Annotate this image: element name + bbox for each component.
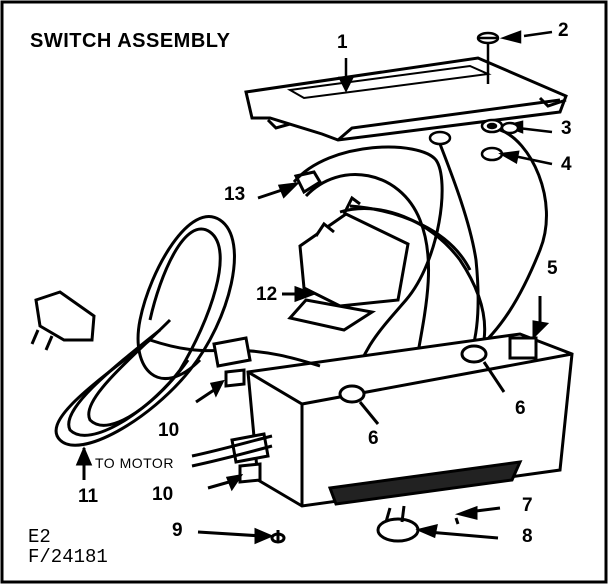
screw-top <box>476 30 553 84</box>
code-line-1: E2 <box>28 526 51 548</box>
small-parts <box>197 505 501 545</box>
callout-7: 7 <box>522 495 533 516</box>
callout-8: 8 <box>522 526 533 547</box>
motor-lead <box>191 434 273 468</box>
switch-housing <box>246 296 574 508</box>
callout-10b: 10 <box>152 484 174 505</box>
code-line-2: F/24181 <box>28 546 108 568</box>
callout-9: 9 <box>172 520 183 541</box>
to-motor-label: TO MOTOR <box>95 455 174 471</box>
clip <box>257 170 323 200</box>
callout-5: 5 <box>547 258 558 279</box>
callout-2: 2 <box>558 20 569 41</box>
strain-reliefs <box>195 336 270 492</box>
callout-10a: 10 <box>158 420 180 441</box>
callout-13: 13 <box>224 184 246 205</box>
diagram-title: SWITCH ASSEMBLY <box>30 30 231 52</box>
callout-6b: 6 <box>515 398 526 419</box>
grommets <box>338 344 506 425</box>
leader-lines <box>337 58 355 93</box>
callout-4: 4 <box>561 154 572 175</box>
callout-1: 1 <box>337 32 348 53</box>
switch-body <box>282 195 410 332</box>
callout-11: 11 <box>78 486 99 507</box>
plug <box>30 290 96 351</box>
bracket-plate <box>244 56 568 142</box>
callout-3: 3 <box>561 118 572 139</box>
callout-12: 12 <box>256 284 278 305</box>
wires <box>292 128 548 401</box>
callout-6a: 6 <box>368 428 379 449</box>
